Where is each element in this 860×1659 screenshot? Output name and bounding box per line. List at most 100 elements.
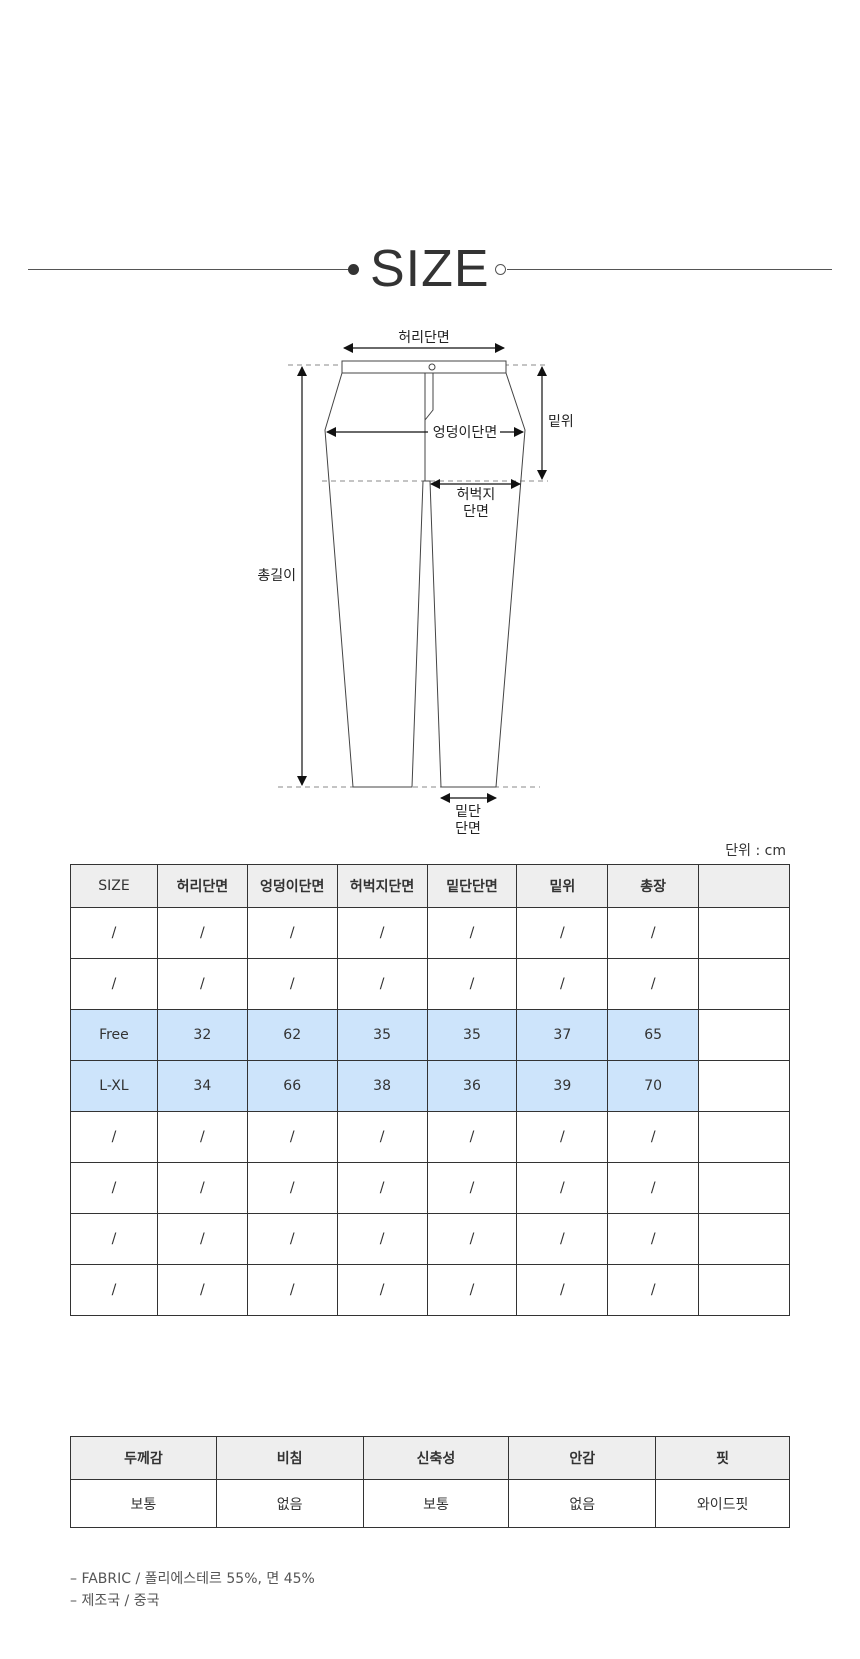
- hem-label-line2: 단면: [455, 821, 481, 837]
- value-fit: 와이드핏: [655, 1479, 790, 1528]
- table-row: / / / / / / /: [70, 1264, 790, 1316]
- table-cell: /: [426, 958, 518, 1010]
- header-hip: 엉덩이단면: [246, 864, 338, 908]
- table-cell: /: [246, 907, 338, 959]
- table-row: / / / / / / /: [70, 1213, 790, 1265]
- table-cell: 38: [336, 1060, 428, 1112]
- table-cell: /: [336, 907, 428, 959]
- unit-label: 단위 : cm: [725, 843, 786, 859]
- header-thigh: 허벅지단면: [336, 864, 428, 908]
- table-cell: /: [607, 907, 700, 959]
- table-cell: /: [607, 1111, 700, 1163]
- table-cell: 32: [156, 1009, 248, 1061]
- table-cell: /: [607, 1213, 700, 1265]
- header-size: SIZE: [70, 864, 158, 908]
- table-cell: 62: [246, 1009, 338, 1061]
- origin-note: – 제조국 / 중국: [70, 1593, 160, 1609]
- total-length-label: 총길이: [257, 568, 296, 584]
- table-cell: /: [426, 1162, 518, 1214]
- table-cell: /: [516, 1213, 609, 1265]
- table-cell: 34: [156, 1060, 248, 1112]
- table-cell: /: [607, 1162, 700, 1214]
- table-cell: 37: [516, 1009, 609, 1061]
- table-cell: 35: [336, 1009, 428, 1061]
- table-cell: /: [426, 1264, 518, 1316]
- table-cell: /: [70, 907, 158, 959]
- table-cell: L-XL: [70, 1060, 158, 1112]
- table-cell: /: [156, 1111, 248, 1163]
- hem-label-line1: 밑단: [455, 804, 481, 820]
- table-cell: /: [70, 958, 158, 1010]
- fabric-table-header: 두께감 비침 신축성 안감 핏: [70, 1436, 790, 1480]
- table-cell: [698, 958, 790, 1010]
- table-cell: /: [336, 1162, 428, 1214]
- table-cell: /: [70, 1213, 158, 1265]
- table-cell: 39: [516, 1060, 609, 1112]
- header-rise: 밑위: [516, 864, 609, 908]
- table-cell: /: [516, 1111, 609, 1163]
- table-row: / / / / / / /: [70, 1162, 790, 1214]
- table-cell: /: [246, 1264, 338, 1316]
- header-empty: [698, 864, 790, 908]
- table-cell: /: [246, 1162, 338, 1214]
- table-row: / / / / / / /: [70, 1111, 790, 1163]
- thigh-label-line1: 허벅지: [457, 487, 496, 503]
- pants-measurement-diagram: 허리단면 엉덩이단면 밑위 허벅지 단면 총길이 밑단 단면: [0, 320, 860, 840]
- table-cell: /: [156, 907, 248, 959]
- table-cell: /: [336, 1213, 428, 1265]
- fabric-info-table: 두께감 비침 신축성 안감 핏 보통 없음 보통 없음 와이드핏: [70, 1436, 790, 1528]
- table-row: / / / / / / /: [70, 907, 790, 959]
- table-cell: [698, 1009, 790, 1061]
- header-sheerness: 비침: [215, 1436, 364, 1480]
- table-cell: /: [516, 1264, 609, 1316]
- hip-label: 엉덩이단면: [433, 425, 497, 441]
- table-cell: 66: [246, 1060, 338, 1112]
- title-divider-right: [507, 269, 832, 270]
- table-cell: /: [70, 1264, 158, 1316]
- table-cell: /: [70, 1111, 158, 1163]
- title-divider-left: [28, 269, 348, 270]
- table-cell: 65: [607, 1009, 700, 1061]
- table-cell: [698, 1060, 790, 1112]
- table-row-l-xl: L-XL 34 66 38 36 39 70: [70, 1060, 790, 1112]
- table-row: / / / / / / /: [70, 958, 790, 1010]
- table-cell: /: [336, 1264, 428, 1316]
- pants-diagram-svg: 허리단면 엉덩이단면 밑위 허벅지 단면 총길이 밑단 단면: [257, 330, 574, 837]
- header-waist: 허리단면: [156, 864, 248, 908]
- table-cell: /: [607, 958, 700, 1010]
- value-stretch: 보통: [362, 1479, 510, 1528]
- table-cell: /: [70, 1162, 158, 1214]
- pants-outline: [324, 360, 526, 788]
- table-cell: /: [516, 958, 609, 1010]
- table-cell: /: [426, 907, 518, 959]
- table-cell: /: [156, 1213, 248, 1265]
- rise-label: 밑위: [548, 414, 574, 430]
- header-length: 총장: [607, 864, 700, 908]
- value-thickness: 보통: [70, 1479, 217, 1528]
- fabric-table-row: 보통 없음 보통 없음 와이드핏: [70, 1479, 790, 1528]
- section-title: SIZE: [370, 240, 490, 298]
- table-cell: [698, 1162, 790, 1214]
- table-cell: 36: [426, 1060, 518, 1112]
- size-table-header: SIZE 허리단면 엉덩이단면 허벅지단면 밑단단면 밑위 총장: [70, 864, 790, 908]
- table-cell: [698, 907, 790, 959]
- table-cell: /: [516, 907, 609, 959]
- table-cell: [698, 1111, 790, 1163]
- table-cell: /: [607, 1264, 700, 1316]
- table-cell: /: [246, 1213, 338, 1265]
- table-cell: 35: [426, 1009, 518, 1061]
- table-cell: /: [336, 1111, 428, 1163]
- hollow-dot-icon: [495, 264, 506, 275]
- table-cell: /: [156, 1162, 248, 1214]
- value-sheerness: 없음: [215, 1479, 364, 1528]
- table-cell: [698, 1264, 790, 1316]
- header-hem: 밑단단면: [426, 864, 518, 908]
- header-thickness: 두께감: [70, 1436, 217, 1480]
- header-stretch: 신축성: [362, 1436, 510, 1480]
- size-table: SIZE 허리단면 엉덩이단면 허벅지단면 밑단단면 밑위 총장 / / / /…: [70, 864, 790, 1316]
- table-cell: /: [156, 958, 248, 1010]
- header-fit: 핏: [655, 1436, 790, 1480]
- filled-dot-icon: [348, 264, 359, 275]
- table-cell: /: [516, 1162, 609, 1214]
- table-cell: /: [426, 1213, 518, 1265]
